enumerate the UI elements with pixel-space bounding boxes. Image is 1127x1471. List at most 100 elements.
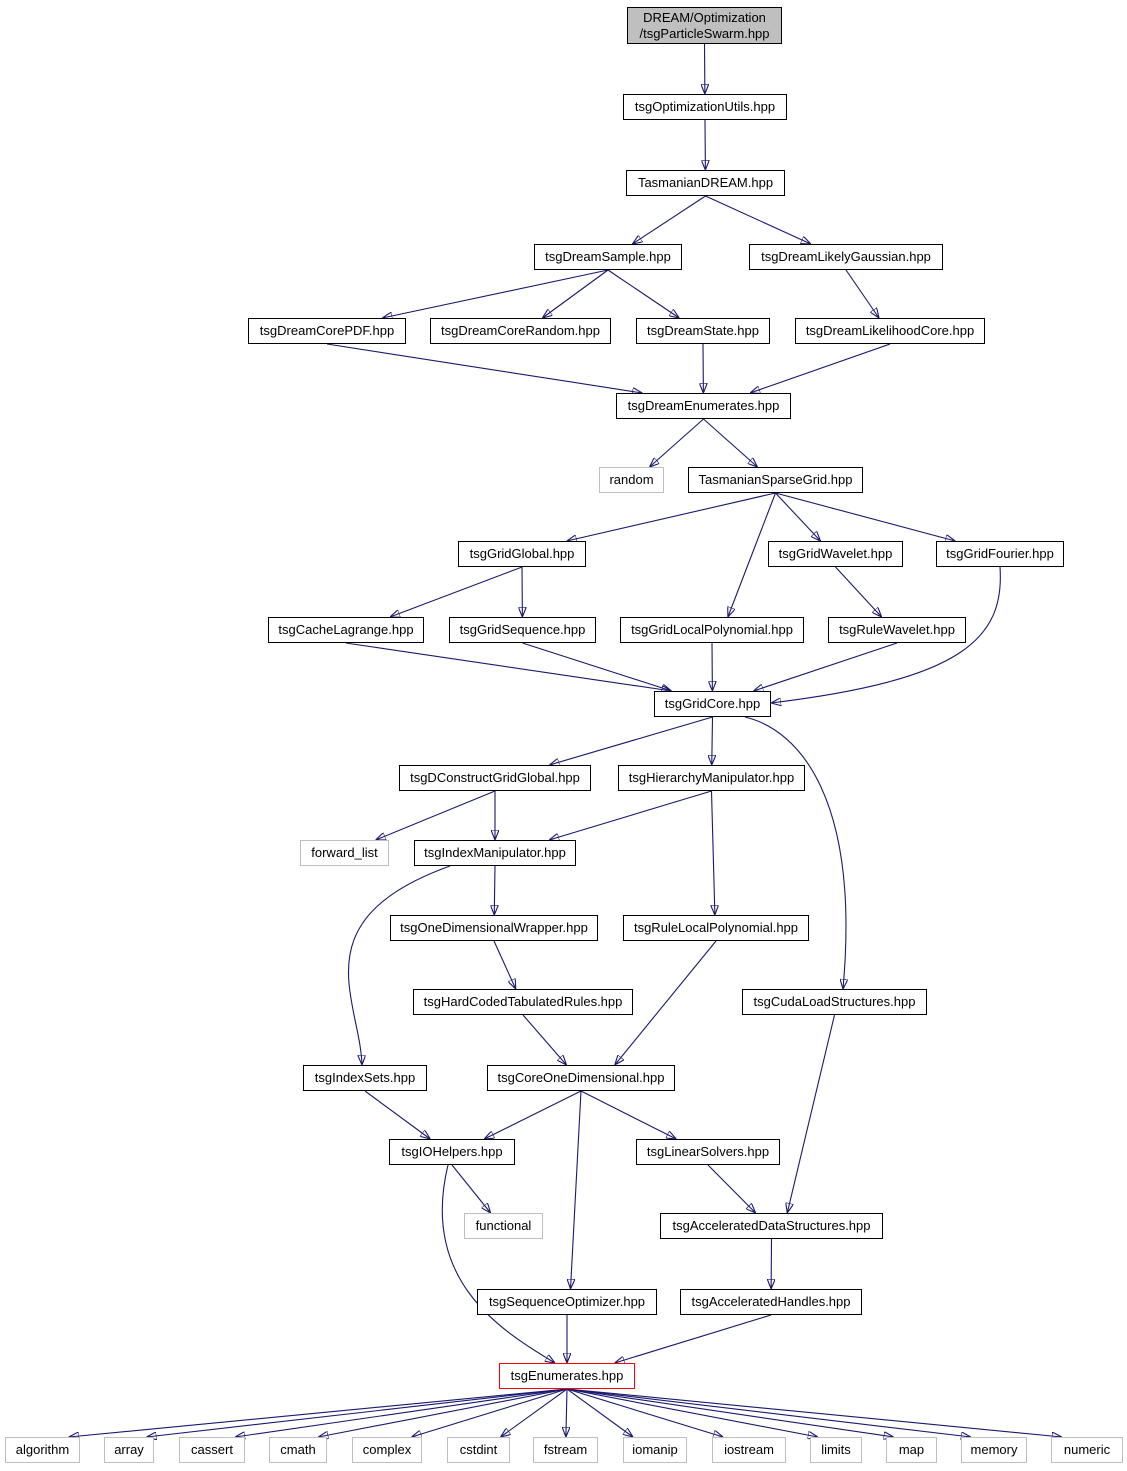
node-limits[interactable]: limits — [810, 1437, 862, 1463]
node-limits-label: limits — [821, 1442, 851, 1457]
edge-dsample-to-dstate — [607, 269, 679, 318]
edge-enumerates-to-iomanip — [566, 1388, 633, 1437]
node-dcorepdf[interactable]: tsgDreamCorePDF.hpp — [248, 318, 406, 344]
node-dstate-label: tsgDreamState.hpp — [646, 323, 759, 338]
node-sparse[interactable]: TasmanianSparseGrid.hpp — [688, 467, 863, 493]
node-array[interactable]: array — [104, 1437, 154, 1463]
node-iohelpers-label: tsgIOHelpers.hpp — [401, 1144, 503, 1159]
node-sparse-label: TasmanianSparseGrid.hpp — [698, 472, 853, 487]
node-dcorerand[interactable]: tsgDreamCoreRandom.hpp — [430, 318, 611, 344]
edge-rlocpoly-to-coreoned — [615, 940, 717, 1065]
node-dlikecore-label: tsgDreamLikelihoodCore.hpp — [805, 323, 975, 338]
node-algorithm[interactable]: algorithm — [5, 1437, 80, 1463]
node-gcore[interactable]: tsgGridCore.hpp — [654, 691, 771, 717]
node-cassert[interactable]: cassert — [179, 1437, 245, 1463]
edge-rwavelet-to-gcore — [753, 642, 898, 691]
node-denum-label: tsgDreamEnumerates.hpp — [627, 398, 780, 413]
edge-onedwrap-to-hardcoded — [493, 940, 516, 989]
node-rwavelet[interactable]: tsgRuleWavelet.hpp — [828, 617, 966, 643]
node-cmath-label: cmath — [280, 1442, 316, 1457]
edge-enumerates-to-numeric — [566, 1388, 1062, 1437]
node-gwavelet-label: tsgGridWavelet.hpp — [778, 546, 893, 561]
edge-acchandles-to-enumerates — [615, 1314, 772, 1363]
node-rlocpoly-label: tsgRuleLocalPolynomial.hpp — [633, 920, 799, 935]
node-fstream[interactable]: fstream — [533, 1437, 598, 1463]
node-dconstruct[interactable]: tsgDConstructGridGlobal.hpp — [399, 765, 591, 791]
node-linsolve[interactable]: tsgLinearSolvers.hpp — [636, 1139, 780, 1165]
node-numeric[interactable]: numeric — [1051, 1437, 1123, 1463]
node-map[interactable]: map — [886, 1437, 937, 1463]
edge-iohelpers-to-enumerates — [441, 1164, 555, 1363]
edge-enumerates-to-cassert — [235, 1388, 568, 1437]
node-dlikecore[interactable]: tsgDreamLikelihoodCore.hpp — [795, 318, 985, 344]
node-cudaload-label: tsgCudaLoadStructures.hpp — [753, 994, 916, 1009]
node-random-label: random — [609, 472, 654, 487]
edge-sparse-to-gfourier — [775, 492, 956, 541]
edge-hierman-to-rlocpoly — [712, 790, 715, 915]
edge-enumerates-to-fstream — [566, 1388, 567, 1437]
node-cudaload[interactable]: tsgCudaLoadStructures.hpp — [742, 989, 927, 1015]
node-optutils[interactable]: tsgOptimizationUtils.hpp — [623, 94, 787, 120]
node-indexman[interactable]: tsgIndexManipulator.hpp — [414, 840, 576, 866]
node-onedwrap[interactable]: tsgOneDimensionalWrapper.hpp — [390, 915, 598, 941]
node-functional-label: functional — [475, 1218, 532, 1233]
node-accdata-label: tsgAcceleratedDataStructures.hpp — [672, 1218, 871, 1233]
node-dlikelyg-label: tsgDreamLikelyGaussian.hpp — [761, 249, 931, 264]
edge-enumerates-to-map — [566, 1388, 894, 1437]
edge-enumerates-to-memory — [566, 1388, 971, 1437]
node-cstdint[interactable]: cstdint — [447, 1437, 510, 1463]
node-indexsets[interactable]: tsgIndexSets.hpp — [303, 1065, 427, 1091]
edge-hardcoded-to-coreoned — [522, 1014, 567, 1065]
node-enumerates[interactable]: tsgEnumerates.hpp — [499, 1363, 635, 1389]
node-hardcoded[interactable]: tsgHardCodedTabulatedRules.hpp — [413, 989, 633, 1015]
node-seqopt[interactable]: tsgSequenceOptimizer.hpp — [477, 1289, 657, 1315]
edge-enumerates-to-limits — [566, 1388, 818, 1437]
node-functional[interactable]: functional — [464, 1213, 543, 1239]
edge-gwavelet-to-rwavelet — [835, 566, 882, 617]
node-dsample[interactable]: tsgDreamSample.hpp — [534, 244, 682, 270]
node-iomanip[interactable]: iomanip — [623, 1437, 687, 1463]
node-coreoned[interactable]: tsgCoreOneDimensional.hpp — [487, 1065, 675, 1091]
node-dream[interactable]: TasmanianDREAM.hpp — [626, 170, 785, 196]
node-root-label-line: /tsgParticleSwarm.hpp — [639, 25, 770, 41]
node-acchandles[interactable]: tsgAcceleratedHandles.hpp — [680, 1289, 862, 1315]
node-complex-label: complex — [362, 1442, 412, 1457]
node-denum[interactable]: tsgDreamEnumerates.hpp — [616, 393, 791, 419]
edge-linsolve-to-accdata — [707, 1164, 756, 1213]
node-gseq[interactable]: tsgGridSequence.hpp — [449, 617, 596, 643]
node-hierman[interactable]: tsgHierarchyManipulator.hpp — [618, 765, 805, 791]
node-coreoned-label: tsgCoreOneDimensional.hpp — [497, 1070, 665, 1085]
edge-indexman-to-onedwrap — [494, 865, 495, 915]
node-complex[interactable]: complex — [352, 1437, 422, 1463]
node-dconstruct-label: tsgDConstructGridGlobal.hpp — [410, 770, 580, 785]
node-dsample-label: tsgDreamSample.hpp — [545, 249, 671, 264]
node-rlocpoly[interactable]: tsgRuleLocalPolynomial.hpp — [623, 915, 809, 941]
node-array-label: array — [114, 1442, 144, 1457]
node-fwdlist[interactable]: forward_list — [300, 840, 389, 866]
node-iostream-label: iostream — [724, 1442, 774, 1457]
node-random[interactable]: random — [599, 467, 664, 493]
node-glocpoly[interactable]: tsgGridLocalPolynomial.hpp — [620, 617, 804, 643]
node-dcorepdf-label: tsgDreamCorePDF.hpp — [259, 323, 395, 338]
node-memory[interactable]: memory — [961, 1437, 1027, 1463]
node-accdata[interactable]: tsgAcceleratedDataStructures.hpp — [660, 1213, 883, 1239]
node-gfourier[interactable]: tsgGridFourier.hpp — [936, 541, 1064, 567]
node-map-label: map — [898, 1442, 925, 1457]
node-dstate[interactable]: tsgDreamState.hpp — [636, 318, 770, 344]
node-iostream[interactable]: iostream — [712, 1437, 786, 1463]
node-gwavelet[interactable]: tsgGridWavelet.hpp — [768, 541, 903, 567]
node-fwdlist-label: forward_list — [311, 845, 378, 860]
node-numeric-label: numeric — [1063, 1442, 1111, 1457]
node-gglobal[interactable]: tsgGridGlobal.hpp — [458, 541, 586, 567]
node-dlikelyg[interactable]: tsgDreamLikelyGaussian.hpp — [749, 244, 943, 270]
node-rwavelet-label: tsgRuleWavelet.hpp — [839, 622, 955, 637]
edge-coreoned-to-seqopt — [571, 1090, 582, 1289]
node-iomanip-label: iomanip — [632, 1442, 678, 1457]
node-cmath[interactable]: cmath — [269, 1437, 327, 1463]
node-cachelag[interactable]: tsgCacheLagrange.hpp — [268, 617, 424, 643]
edge-denum-to-random — [650, 418, 704, 467]
node-fstream-label: fstream — [543, 1442, 588, 1457]
node-iohelpers[interactable]: tsgIOHelpers.hpp — [389, 1139, 515, 1165]
